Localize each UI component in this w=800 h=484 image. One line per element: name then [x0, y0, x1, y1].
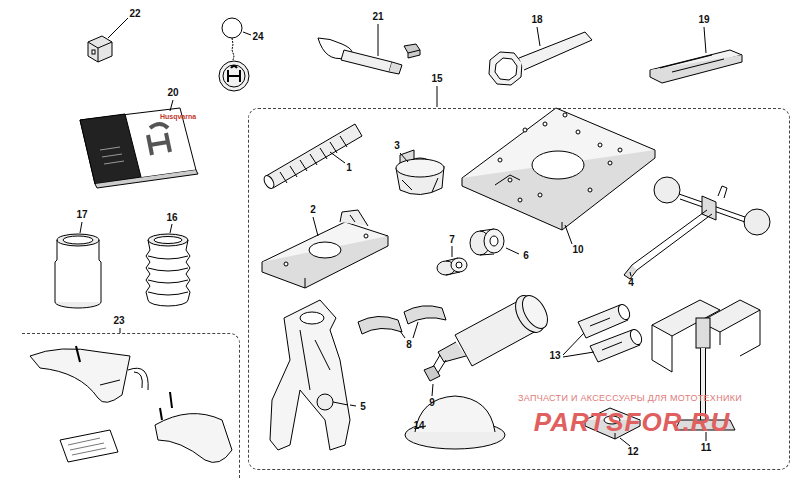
callout-number: 6	[523, 251, 529, 261]
callout-number: 1	[346, 163, 352, 173]
callout-number: 4	[628, 278, 634, 288]
callout-number: 12	[627, 447, 638, 457]
dashed-group-frame: 23	[22, 333, 240, 478]
brand-text: Husqvarna	[160, 113, 196, 120]
callout-number: 11	[701, 443, 712, 453]
callout-number: 14	[413, 421, 424, 431]
callout-number: 5	[360, 402, 366, 412]
callout-number: 21	[372, 12, 383, 22]
callout-number: 10	[572, 245, 583, 255]
callout-number: 13	[549, 351, 560, 361]
callout-number: 20	[167, 88, 178, 98]
callout-number: 16	[166, 213, 177, 223]
callout-number: 17	[76, 210, 87, 220]
callout-number: 2	[310, 205, 316, 215]
callout-number: 23	[113, 316, 124, 326]
callout-number: 3	[394, 141, 400, 151]
callout-number: 9	[429, 398, 435, 408]
callout-number: 8	[406, 340, 412, 350]
callout-number: 7	[449, 235, 455, 245]
callout-number: 22	[129, 9, 140, 19]
watermark-text: ЗАПЧАСТИ И АКСЕССУАРЫ ДЛЯ МОТОТЕХНИКИ	[518, 394, 742, 403]
watermark-logo: PARTSFOR.RU	[534, 409, 730, 435]
callout-number: 24	[252, 32, 263, 42]
callout-number: 18	[531, 15, 542, 25]
callout-number: 15	[431, 74, 442, 84]
callout-number: 19	[698, 15, 709, 25]
